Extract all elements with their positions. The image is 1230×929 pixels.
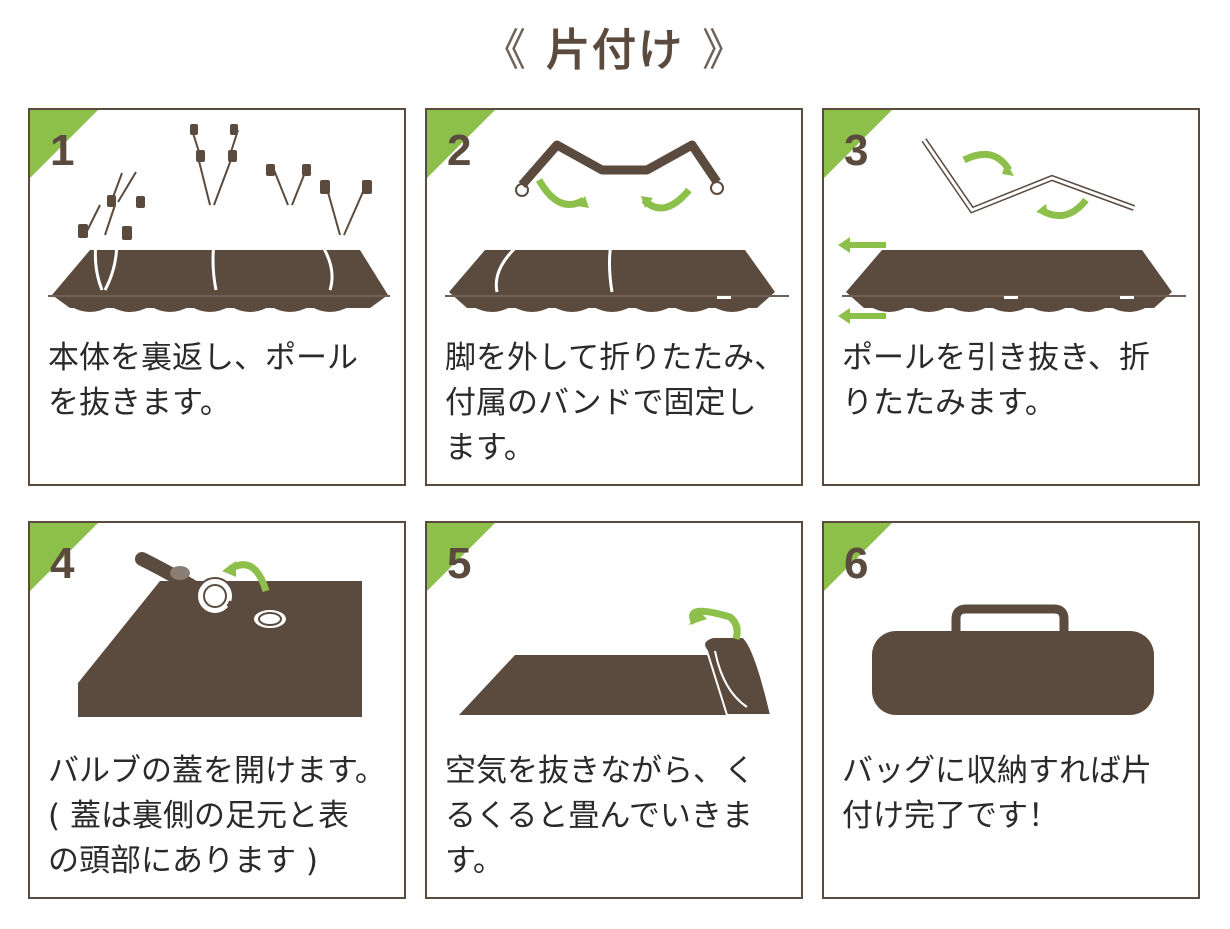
corner-accent [824, 523, 892, 591]
mat-poles-illustration [48, 124, 390, 312]
step-description: 空気を抜きながら、く るくると畳んでいきま す。 [445, 753, 755, 879]
step-number: 3 [844, 126, 869, 175]
storage-bag-illustration [872, 604, 1154, 715]
corner-accent [427, 110, 495, 178]
step-card-3: 3 ポールを引き抜き、折 りたたみます。 [822, 108, 1200, 486]
corner-accent [30, 110, 98, 178]
step-description: 本体を裏返し、ポール を抜きます。 [48, 340, 358, 421]
step-card-4: 4 バルブの蓋を開けます。 ( 蓋は裏側の足元と表 の頭部にあります ) [28, 521, 406, 899]
step-number: 2 [447, 126, 472, 175]
pole-folding-illustration [838, 138, 1186, 324]
title-bracket-right: 》 [702, 25, 748, 76]
step-card-5: 5 空気を抜きながら、く るくると畳んでいきま す。 [425, 521, 803, 899]
rolling-mat-illustration [459, 607, 773, 716]
step-number: 4 [50, 539, 75, 588]
corner-accent [30, 523, 98, 591]
page-title: 《片付け》 [0, 14, 1230, 78]
step-card-6: 6 バッグに収納すれば片 付け完了です！ [822, 521, 1200, 899]
step-number: 5 [447, 539, 472, 588]
step-description: ポールを引き抜き、折 りたたみます。 [842, 340, 1150, 421]
step-card-1: 1 本体を裏返し、ポール を抜きます。 [28, 108, 406, 486]
leg-folding-illustration [445, 140, 789, 312]
step-number: 1 [50, 126, 75, 175]
step-card-2: 2 脚を外して折りたたみ、 付属のバンドで固定し ます。 [425, 108, 803, 486]
step-description: 脚を外して折りたたみ、 付属のバンドで固定し ます。 [445, 340, 786, 466]
title-bracket-left: 《 [482, 25, 528, 76]
corner-accent [824, 110, 892, 178]
title-text: 片付け [546, 25, 684, 76]
valve-opening-illustration [78, 552, 362, 717]
corner-accent [427, 523, 495, 591]
step-description: バッグに収納すれば片 付け完了です！ [842, 753, 1152, 834]
step-number: 6 [844, 539, 869, 588]
step-description: バルブの蓋を開けます。 ( 蓋は裏側の足元と表 の頭部にあります ) [48, 753, 386, 879]
